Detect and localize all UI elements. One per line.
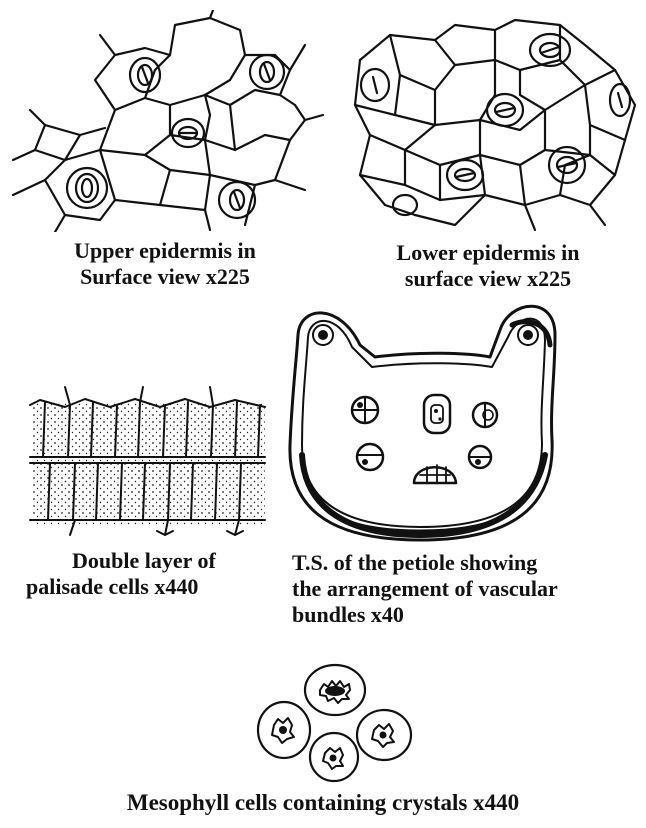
palisade-caption: Double layer of palisade cells x440 (0, 548, 290, 600)
mesophyll-caption: Mesophyll cells containing crystals x440 (0, 790, 646, 816)
upper-epidermis-drawing (5, 10, 325, 232)
upper-epidermis-caption-line1: Upper epidermis in (0, 238, 330, 264)
upper-epidermis-caption: Upper epidermis in Surface view x225 (0, 238, 330, 290)
lower-epidermis-caption-line1: Lower epidermis in (330, 240, 646, 266)
lower-epidermis-caption-line2: surface view x225 (330, 266, 646, 292)
petiole-ts-drawing (280, 295, 570, 543)
mesophyll-cells-drawing (250, 655, 420, 785)
palisade-caption-line1: Double layer of (0, 548, 290, 574)
upper-epidermis-caption-line2: Surface view x225 (0, 264, 330, 290)
petiole-caption-line2: the arrangement of vascular (292, 576, 644, 602)
petiole-caption: T.S. of the petiole showing the arrangem… (292, 550, 644, 628)
palisade-cells-drawing (25, 385, 275, 545)
lower-epidermis-drawing (345, 15, 645, 235)
petiole-caption-line1: T.S. of the petiole showing (292, 550, 644, 576)
palisade-caption-line2: palisade cells x440 (0, 574, 290, 600)
petiole-caption-line3: bundles x40 (292, 602, 644, 628)
lower-epidermis-caption: Lower epidermis in surface view x225 (330, 240, 646, 292)
